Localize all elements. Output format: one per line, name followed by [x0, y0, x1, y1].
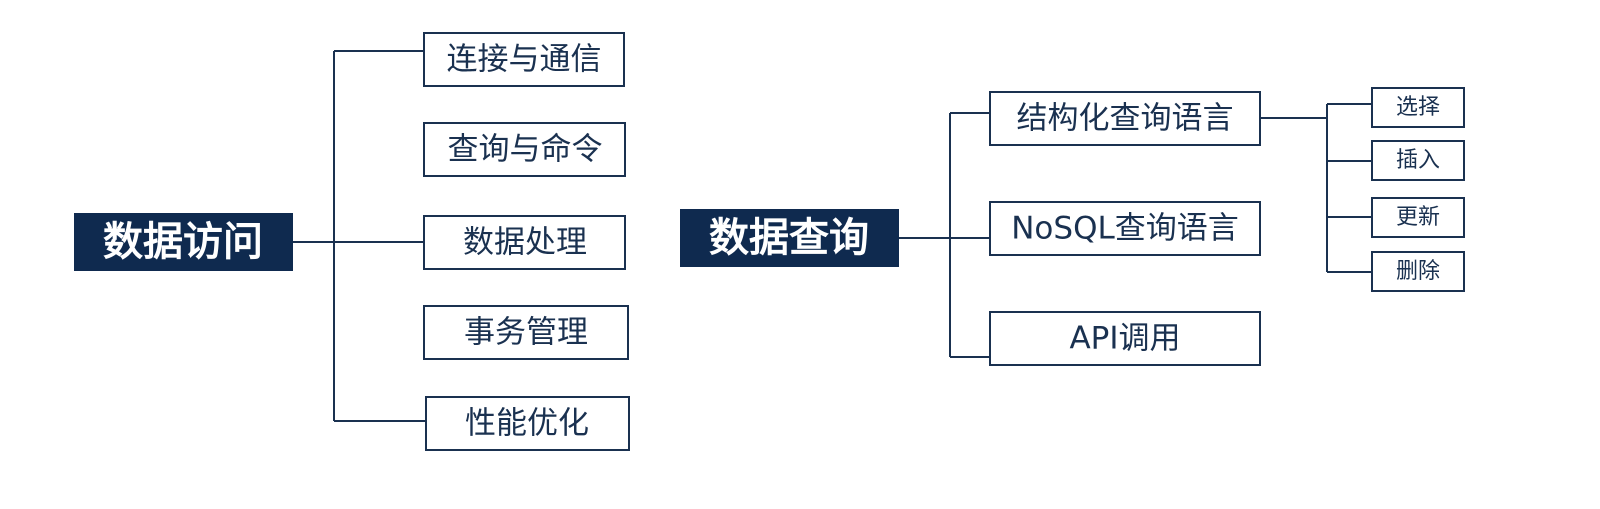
root-node-data-access — [74, 213, 293, 271]
leaf-insert — [1371, 140, 1465, 181]
root-node-data-access-label: 数据访问 — [103, 219, 263, 265]
root-node-data-query — [680, 209, 899, 267]
node-connection-communication-label: 连接与通信 — [447, 42, 602, 78]
node-transaction-management — [423, 305, 629, 360]
leaf-insert-label: 插入 — [1396, 148, 1440, 173]
leaf-delete — [1371, 251, 1465, 292]
node-sql — [989, 91, 1261, 146]
root-node-data-query-label: 数据查询 — [709, 215, 869, 261]
node-api-call-label: API调用 — [1069, 321, 1180, 357]
leaf-update — [1371, 197, 1465, 238]
node-connection-communication — [423, 32, 625, 87]
leaf-select-label: 选择 — [1396, 95, 1440, 120]
node-query-command — [423, 122, 626, 177]
node-nosql-label: NoSQL查询语言 — [1011, 211, 1239, 247]
node-transaction-management-label: 事务管理 — [464, 315, 588, 351]
node-performance-optimization-label: 性能优化 — [465, 406, 589, 442]
tree-data-query: 数据查询 结构化查询语言 NoSQL查询语言 API调用 选择 插入 更新 删除 — [680, 87, 1465, 366]
node-nosql — [989, 201, 1261, 256]
node-sql-label: 结构化查询语言 — [1017, 101, 1234, 137]
tree-data-access: 数据访问 连接与通信 查询与命令 数据处理 事务管理 性能优化 — [74, 32, 630, 451]
node-performance-optimization — [425, 396, 630, 451]
leaf-update-label: 更新 — [1396, 205, 1440, 230]
node-api-call — [989, 311, 1261, 366]
node-data-processing — [423, 215, 626, 270]
leaf-delete-label: 删除 — [1396, 259, 1440, 284]
leaf-select — [1371, 87, 1465, 128]
node-data-processing-label: 数据处理 — [463, 225, 587, 261]
node-query-command-label: 查询与命令 — [448, 132, 603, 168]
